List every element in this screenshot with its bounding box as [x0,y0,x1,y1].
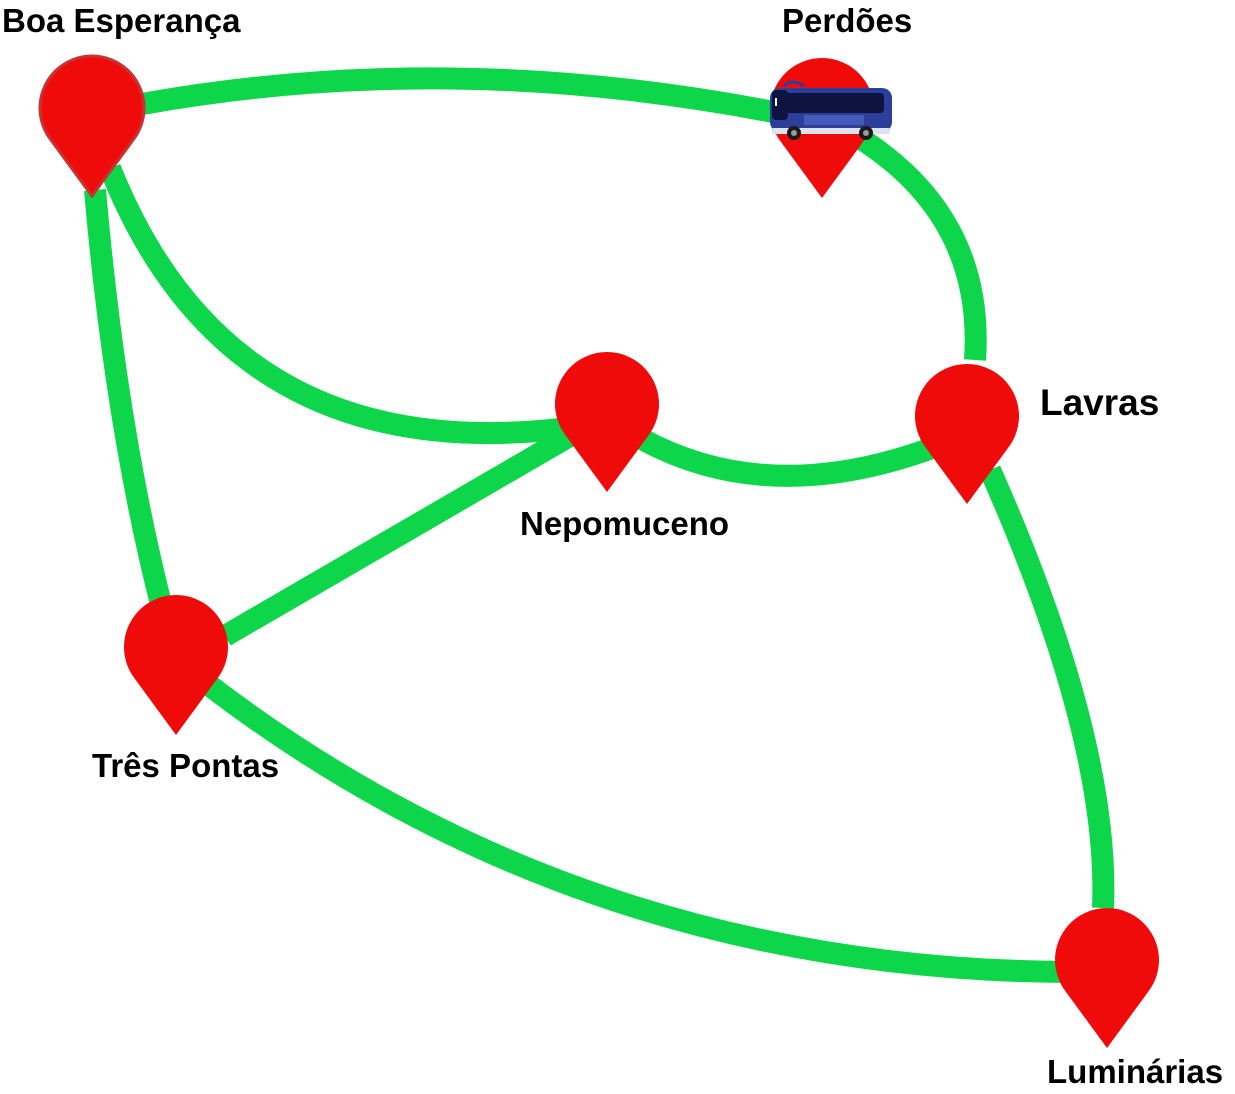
route-nepomuceno-tres-pontas [219,420,586,646]
route-boa-esperanca-nepomuceno [99,163,570,445]
city-label-nepomuceno: Nepomuceno [520,505,729,542]
city-label-luminarias: Luminárias [1047,1053,1223,1090]
route-boa-esperanca-tres-pontas [84,189,171,603]
city-label-boa-esperanca: Boa Esperança [2,2,241,39]
map-pin-icon[interactable] [38,54,146,198]
route-boa-esperanca-perdoes [140,67,825,133]
bus-icon [770,80,892,140]
route-tres-pontas-luminarias [198,673,1071,983]
city-label-lavras: Lavras [1040,382,1159,423]
route-nepomuceno-lavras [634,428,944,487]
route-perdoes-lavras [849,125,987,361]
map-pin-icon[interactable] [555,352,659,492]
map-pin-icon[interactable] [124,595,228,735]
city-label-tres-pontas: Três Pontas [92,747,279,784]
route-lavras-luminarias [979,465,1115,909]
city-label-perdoes: Perdões [782,2,912,39]
map-pin-icon[interactable] [1055,908,1159,1048]
routes [84,67,1115,983]
